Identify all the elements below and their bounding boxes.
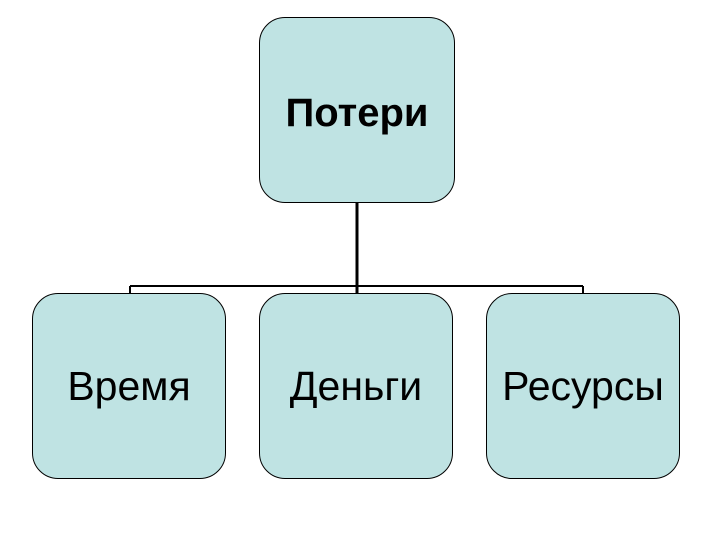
child-node-money: Деньги (259, 293, 453, 479)
child-node-resources: Ресурсы (486, 293, 680, 479)
root-node: Потери (259, 17, 455, 203)
root-node-label: Потери (285, 90, 429, 135)
child-node-resources-label: Ресурсы (502, 362, 664, 409)
child-node-time-label: Время (67, 362, 191, 409)
child-node-time: Время (32, 293, 226, 479)
child-node-money-label: Деньги (289, 362, 423, 409)
